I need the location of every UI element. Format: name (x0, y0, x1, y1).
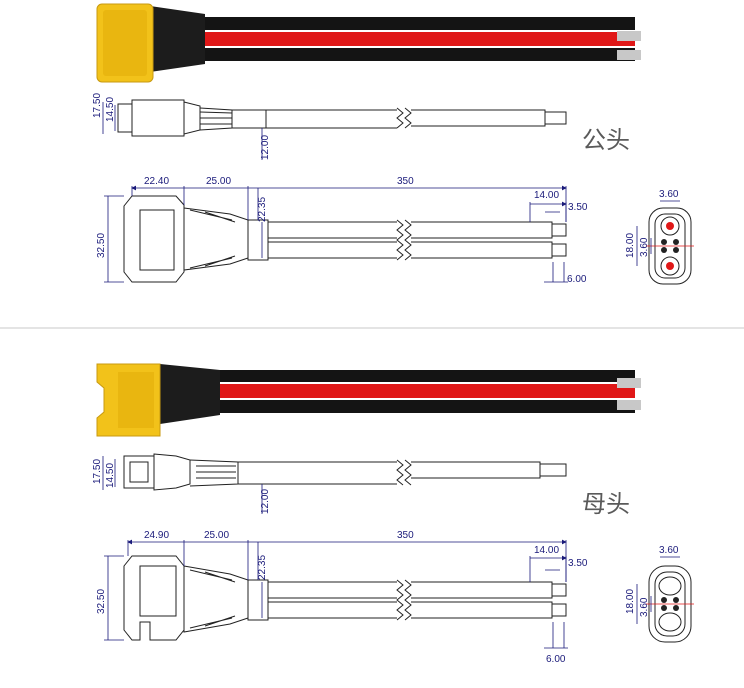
male-face-inner: 3.60 (639, 237, 650, 257)
female-dim-wire-dia: 6.00 (546, 654, 566, 665)
male-side-h-inner: 14.50 (105, 97, 116, 122)
male-side-h-boot: 12.00 (260, 135, 271, 160)
female-dim-width: 32.50 (96, 589, 107, 614)
female-face-view (646, 565, 694, 643)
female-dim-cable-len: 350 (397, 530, 414, 541)
male-cable-photo (96, 3, 641, 83)
male-title: 公头 (582, 126, 630, 154)
female-side-h-outer: 17.50 (92, 459, 103, 484)
male-dim-boot-h: 22.35 (257, 197, 268, 222)
female-side-h-inner: 14.50 (105, 463, 116, 488)
male-dim-strip-len: 14.00 (534, 190, 559, 201)
male-face-pin-spacing: 3.60 (659, 189, 679, 200)
female-face-height: 18.00 (625, 589, 636, 614)
male-dim-cable-len: 350 (397, 176, 414, 187)
female-side-h-boot: 12.00 (260, 489, 271, 514)
male-face-view (646, 207, 694, 285)
female-dim-tin-len: 3.50 (568, 558, 588, 569)
female-top-view (123, 555, 567, 641)
male-dim-wire-dia: 6.00 (567, 274, 587, 285)
male-side-h-outer: 17.50 (92, 93, 103, 118)
male-dim-width: 32.50 (96, 233, 107, 258)
female-dim-strip-len: 14.00 (534, 545, 559, 556)
male-face-height: 18.00 (625, 233, 636, 258)
female-title: 母头 (582, 490, 630, 518)
male-dim-connector-len: 22.40 (144, 176, 169, 187)
female-dim-boot-h: 22.35 (257, 555, 268, 580)
female-cable-photo (96, 363, 641, 437)
female-face-pin-spacing: 3.60 (659, 545, 679, 556)
female-dim-connector-len: 24.90 (144, 530, 169, 541)
male-dim-boot-len: 25.00 (206, 176, 231, 187)
female-side-view (123, 453, 567, 491)
male-side-view (117, 99, 567, 137)
female-dim-boot-len: 25.00 (204, 530, 229, 541)
female-face-inner: 3.60 (639, 597, 650, 617)
male-dim-tin-len: 3.50 (568, 202, 588, 213)
male-top-view (123, 195, 567, 283)
